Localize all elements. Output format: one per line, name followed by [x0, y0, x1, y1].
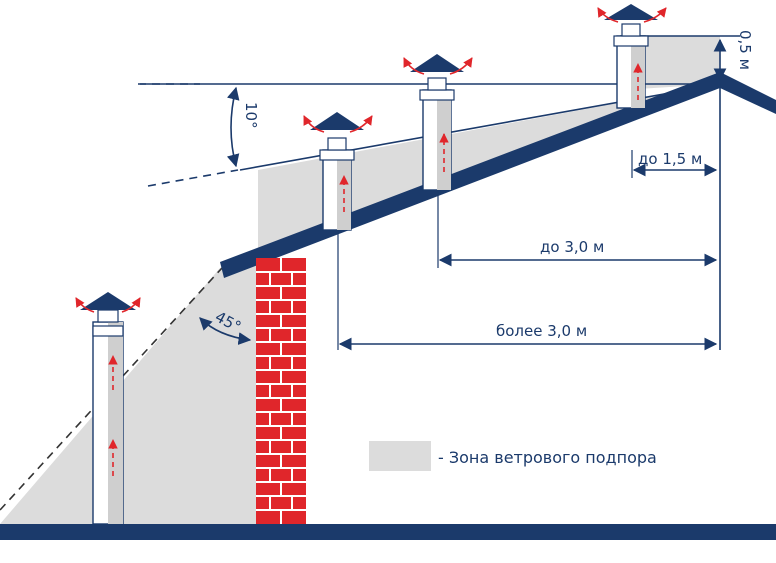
chimney-up-to-1-5m	[597, 4, 667, 109]
ground-line	[0, 524, 776, 540]
brick-wall	[256, 258, 306, 524]
chimney-up-to-3m	[403, 54, 473, 191]
label-up-to-3m: до 3,0 м	[540, 238, 604, 256]
chimney-more-than-3m	[303, 112, 373, 231]
wind-zone-left	[0, 258, 258, 524]
legend-swatch	[369, 441, 431, 471]
label-ten-degrees: 10°	[242, 102, 260, 129]
dim-forty-five	[199, 317, 252, 345]
dim-more-3m	[337, 230, 718, 351]
dim-1-5m	[631, 150, 718, 178]
roof-slope	[220, 72, 776, 278]
label-half-meter: 0,5 м	[736, 30, 754, 70]
chimney-ground	[75, 292, 141, 525]
dim-3m	[437, 190, 718, 268]
legend-text: - Зона ветрового подпора	[438, 448, 657, 467]
ten-degree-dashed	[147, 169, 239, 187]
label-more-than-3m: более 3,0 м	[496, 322, 587, 340]
label-up-to-1-5m: до 1,5 м	[638, 150, 702, 168]
dim-ten-degrees	[226, 86, 240, 168]
forty-five-dashed	[0, 267, 223, 511]
